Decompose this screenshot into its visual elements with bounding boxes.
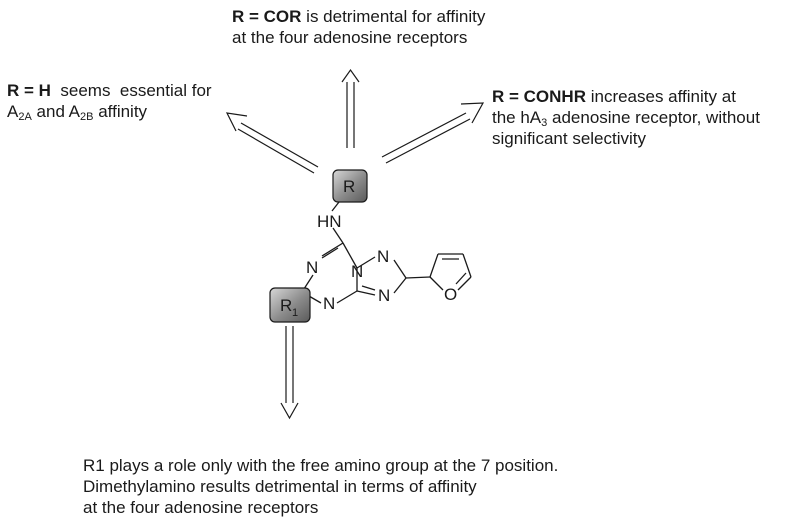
n-atom-bridgehead: N (351, 262, 363, 281)
bottom-note-line1: R1 plays a role only with the free amino… (83, 456, 559, 475)
arrow-up-left (225, 112, 319, 174)
right-note-bold: R = CONHR (492, 87, 586, 106)
left-note-mid: and A (31, 102, 81, 121)
n-atom-triazine-top: N (306, 258, 318, 277)
arrow-up (341, 68, 360, 148)
left-note-bold: R = H (7, 81, 51, 100)
right-note: R = CONHR increases affinity at the hA3 … (492, 86, 760, 149)
right-note-rest: increases affinity at (585, 87, 736, 106)
top-note-rest: is detrimental for affinity (301, 7, 486, 26)
o-atom-furan: O (444, 285, 457, 304)
left-note-a1: A (7, 102, 19, 121)
left-note-post: affinity (93, 102, 148, 121)
right-note-line3: significant selectivity (492, 129, 647, 148)
right-note-post: adenosine receptor, without (547, 108, 760, 127)
hn-label: HN (317, 212, 342, 231)
left-note: R = H seems essential for A2A and A2B af… (7, 80, 212, 123)
top-note-bold: R = COR (232, 7, 302, 26)
bottom-note-line2: Dimethylamino results detrimental in ter… (83, 477, 477, 496)
right-note-sub-3: 3 (541, 117, 548, 129)
top-note-line2: at the four adenosine receptors (232, 28, 468, 47)
arrow-down (280, 326, 299, 420)
left-note-sub-2a: 2A (18, 111, 32, 123)
n-atom-triazole-top: N (377, 247, 389, 266)
n-atom-triazole-bottom: N (378, 286, 390, 305)
left-note-sub-2b: 2B (80, 111, 94, 123)
arrow-up-right (381, 102, 485, 164)
n-atom-triazine-bottom: N (323, 294, 335, 313)
substituent-r-box: R (332, 169, 368, 203)
left-note-rest: seems essential for (50, 81, 212, 100)
r-label: R (343, 177, 355, 196)
bottom-note-line3: at the four adenosine receptors (83, 498, 319, 517)
r1-label: R (280, 296, 292, 315)
r1-subscript: 1 (292, 307, 298, 319)
substituent-r1-box: R 1 (269, 287, 311, 323)
right-note-pre: the hA (492, 108, 542, 127)
bottom-note: R1 plays a role only with the free amino… (83, 455, 558, 518)
top-note: R = COR is detrimental for affinity at t… (232, 6, 485, 48)
